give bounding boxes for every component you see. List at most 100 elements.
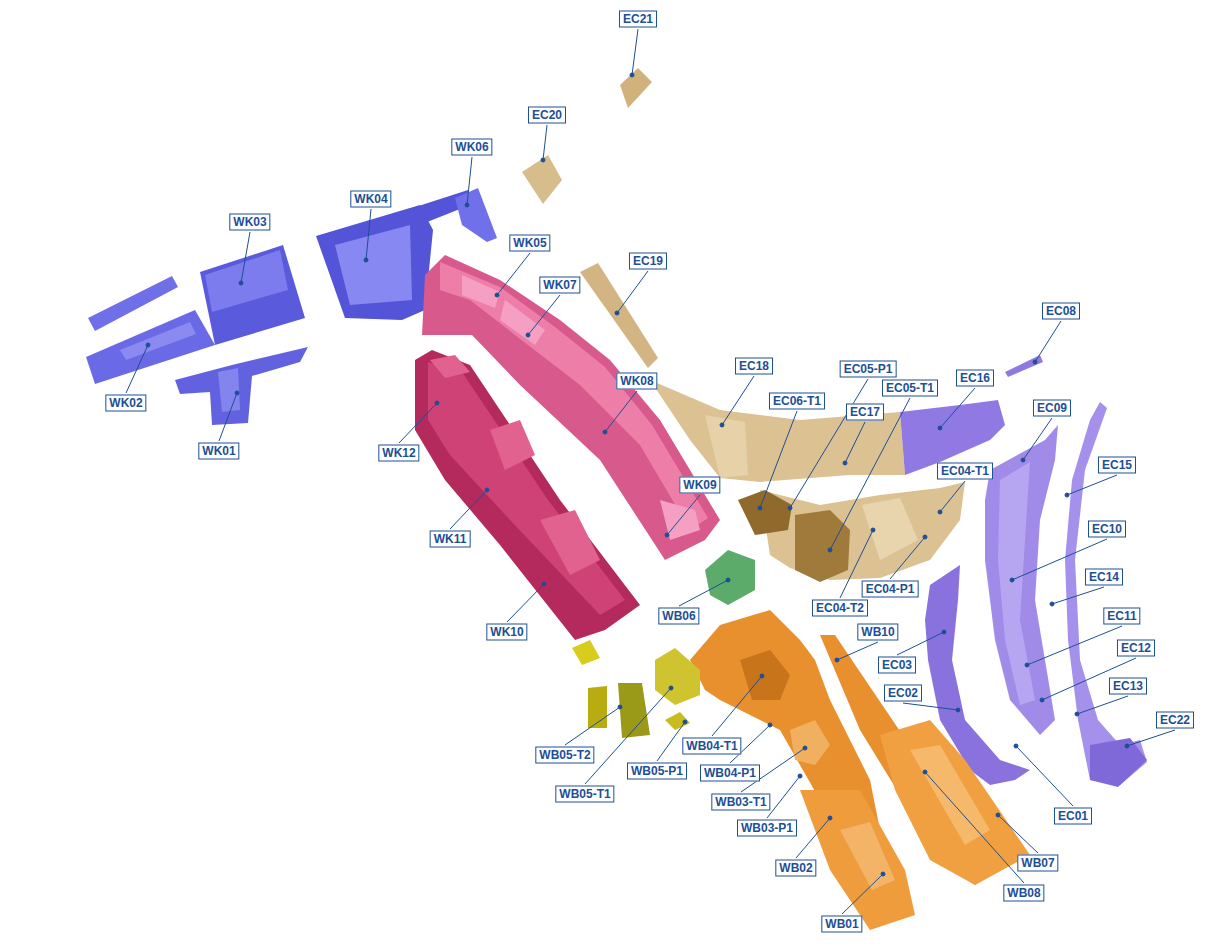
callout-box: WB05-P1 (627, 763, 687, 780)
callout-box: WK01 (198, 443, 239, 460)
callout-label: WK11 (434, 532, 467, 547)
callout-label: WB03-P1 (741, 821, 793, 836)
callout-label: EC22 (1160, 713, 1190, 728)
callout-label: WK03 (233, 215, 266, 230)
callout-label: WK10 (490, 625, 523, 640)
callout-box: WB03-T1 (711, 794, 770, 811)
callout-label: WB04-P1 (704, 766, 756, 781)
crimson-parts (415, 350, 640, 640)
callout-label: EC16 (960, 371, 990, 386)
callout-box: EC09 (1033, 400, 1071, 417)
callout-box: WK04 (350, 191, 391, 208)
callout-box: EC03 (878, 657, 916, 674)
callout-label: EC04-T1 (941, 464, 989, 479)
callout-box: WK02 (105, 395, 146, 412)
callout-box: WB02 (775, 860, 816, 877)
callout-label: WB08 (1007, 886, 1040, 901)
callout-box: EC11 (1103, 608, 1140, 625)
callout-box: EC04-T1 (937, 463, 993, 480)
callout-label: EC10 (1092, 522, 1122, 537)
callout-box: EC13 (1109, 678, 1147, 695)
callout-box: WK10 (486, 624, 527, 641)
purple-parts (900, 355, 1147, 787)
callout-box: EC02 (884, 685, 922, 702)
callout-label: EC08 (1046, 304, 1076, 319)
callout-label: WB07 (1021, 856, 1054, 871)
callout-label: WK05 (513, 236, 546, 251)
callout-box: EC06-T1 (769, 393, 825, 410)
callout-box: EC04-P1 (862, 581, 919, 598)
callout-box: WK06 (451, 139, 492, 156)
callout-label: WB10 (861, 625, 894, 640)
callout-box: EC17 (846, 404, 884, 421)
callout-box: EC18 (735, 358, 773, 375)
callout-label: WB02 (779, 861, 812, 876)
callout-box: EC14 (1085, 569, 1123, 586)
callout-box: WB06 (658, 608, 699, 625)
callout-box: EC04-T2 (812, 600, 868, 617)
callout-label: EC02 (888, 686, 918, 701)
callout-box: EC01 (1054, 808, 1092, 825)
callout-label: WK12 (382, 446, 415, 461)
callout-box: WB05-T2 (535, 747, 594, 764)
leader-lines (126, 29, 1175, 914)
callout-box: WB10 (857, 624, 898, 641)
orange-parts (690, 610, 1030, 930)
callout-box: EC21 (619, 11, 657, 28)
callout-label: EC01 (1058, 809, 1088, 824)
callout-box: EC08 (1042, 303, 1080, 320)
callout-label: WB04-T1 (686, 739, 737, 754)
callout-label: EC21 (623, 12, 653, 27)
callout-label: WK06 (455, 140, 488, 155)
callout-label: EC06-T1 (773, 394, 821, 409)
callout-box: EC10 (1088, 521, 1126, 538)
callout-label: WB03-T1 (715, 795, 766, 810)
callout-box: WK05 (509, 235, 550, 252)
callout-label: EC17 (850, 405, 880, 420)
callout-box: WB04-T1 (682, 738, 741, 755)
callout-box: EC19 (629, 253, 667, 270)
callout-box: WK03 (229, 214, 270, 231)
callout-box: WB03-P1 (737, 820, 797, 837)
callout-label: EC05-T1 (886, 381, 934, 396)
callout-box: WB01 (821, 916, 862, 933)
callout-label: WK08 (620, 374, 653, 389)
callout-box: WK08 (616, 373, 657, 390)
callout-box: WB04-P1 (700, 765, 760, 782)
callout-label: EC03 (882, 658, 912, 673)
callout-box: WB08 (1003, 885, 1044, 902)
callout-label: WB05-P1 (631, 764, 683, 779)
callout-label: EC20 (532, 108, 562, 123)
callout-label: WK09 (683, 478, 716, 493)
callout-label: EC04-P1 (866, 582, 915, 597)
callout-label: EC15 (1102, 458, 1132, 473)
callout-label: WB05-T1 (559, 787, 610, 802)
green-part (705, 550, 755, 605)
callout-box: EC22 (1156, 712, 1194, 729)
callout-label: WK01 (202, 444, 235, 459)
callout-label: WB06 (662, 609, 695, 624)
callout-label: WK07 (543, 278, 576, 293)
callout-label: WB05-T2 (539, 748, 590, 763)
callout-label: EC19 (633, 254, 663, 269)
callout-box: EC15 (1098, 457, 1136, 474)
callout-box: EC12 (1117, 640, 1155, 657)
callout-label: EC09 (1037, 401, 1067, 416)
callout-label: EC18 (739, 359, 769, 374)
tan-parts (522, 68, 965, 582)
callout-box: WK09 (679, 477, 720, 494)
callout-box: WK11 (430, 531, 471, 548)
yellow-parts (572, 640, 700, 738)
callout-label: EC14 (1089, 570, 1119, 585)
callout-label: EC05-P1 (844, 362, 893, 377)
callout-box: EC05-P1 (840, 361, 897, 378)
callout-label: WK04 (354, 192, 387, 207)
callout-label: WB01 (825, 917, 858, 932)
callout-box: WK07 (539, 277, 580, 294)
callout-label: EC11 (1107, 609, 1136, 624)
callout-box: EC05-T1 (882, 380, 938, 397)
callout-box: WB05-T1 (555, 786, 614, 803)
callout-box: EC16 (956, 370, 994, 387)
